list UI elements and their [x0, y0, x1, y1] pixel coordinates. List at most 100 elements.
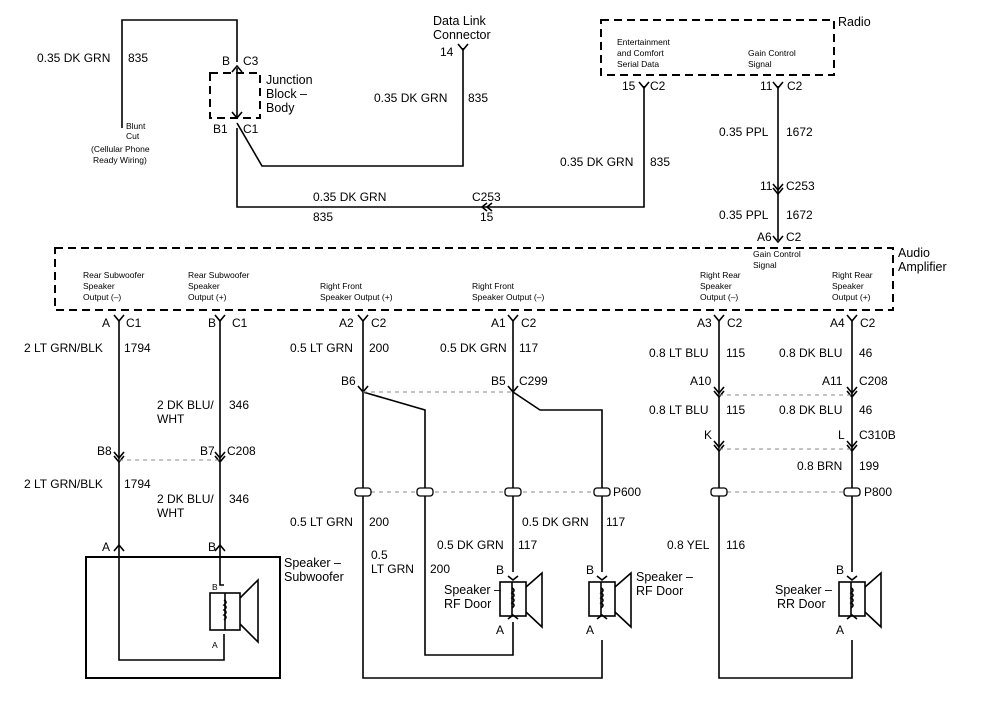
wire-ppl1-color: 0.35 PPL	[719, 125, 769, 139]
wire-835-top-color: 0.35 DK GRN	[37, 51, 110, 65]
subwoofer-speaker-icon: B A	[209, 578, 259, 650]
radio-ent-2: and Comfort	[617, 48, 664, 58]
rr-conn-c2a: C2	[727, 316, 743, 330]
wire-bottom-number: 835	[313, 210, 333, 224]
pin-l: L	[838, 428, 845, 442]
jb-pin-b: B	[222, 54, 230, 68]
out-rr-pos-2: Speaker	[832, 281, 864, 291]
amp-name-2: Amplifier	[898, 260, 947, 274]
conn-c208a: C208	[227, 444, 256, 458]
w200c-num: 200	[430, 562, 450, 576]
rf-conn-c2b: C2	[521, 316, 537, 330]
radio-gain-2: Signal	[748, 59, 772, 69]
blunt-label-4: Ready Wiring)	[93, 155, 147, 165]
amp-name-1: Audio	[898, 246, 930, 260]
w346b-color-2: WHT	[157, 506, 185, 520]
sub-pin-a: A	[102, 540, 110, 554]
pin-a10: A10	[690, 374, 712, 388]
w200c-color-2: LT GRN	[371, 562, 414, 576]
right-rear-circuit: 0.8 LT BLU 115 0.8 DK BLU 46 A10 A11 C20…	[649, 321, 896, 679]
subwoofer-circuit: 2 LT GRN/BLK 1794 2 DK BLU/ WHT 346 B8 B…	[24, 321, 344, 679]
amp-gain-2: Signal	[753, 260, 777, 270]
junction-block-body: B C3 B1 C1 Junction Block – Body	[209, 54, 313, 136]
jb-name-2: Block –	[266, 87, 307, 101]
w346a-num: 346	[229, 398, 249, 412]
rr-pin-a4: A4	[830, 316, 845, 330]
sub-pin-b: B	[208, 540, 216, 554]
sw-pin-b: B	[208, 316, 216, 330]
rf-pin-a2: A2	[339, 316, 354, 330]
out-rr-pos-1: Right Rear	[832, 270, 873, 280]
wire-ppl2-color: 0.35 PPL	[719, 208, 769, 222]
w200a-num: 200	[369, 341, 389, 355]
w116-num: 116	[726, 538, 745, 552]
w199-color: 0.8 BRN	[797, 459, 842, 473]
out-rr-pos-3: Output (+)	[832, 292, 871, 302]
w116-color: 0.8 YEL	[667, 538, 710, 552]
w1794b-color: 2 LT GRN/BLK	[24, 477, 103, 491]
wire-835-blunt-cut: 0.35 DK GRN 835 Blunt Cut (Cellular Phon…	[37, 19, 238, 165]
w346a-color-2: WHT	[157, 412, 185, 426]
w46a-num: 46	[859, 346, 873, 360]
pin-b6: B6	[341, 374, 356, 388]
w46a-color: 0.8 DK BLU	[779, 346, 842, 360]
p600-splice	[354, 487, 611, 497]
audio-amplifier: Audio Amplifier Gain Control Signal Rear…	[54, 246, 947, 311]
out-rsw-neg-3: Output (–)	[83, 292, 121, 302]
w115b-num: 115	[726, 403, 745, 417]
amp-pin-a6: A6	[757, 230, 772, 244]
pin-b5: B5	[491, 374, 506, 388]
c253-mid-label: C253	[472, 190, 501, 204]
wire-835-to-radio: 0.35 DK GRN 835 C253 15 0.35 DK GRN 835	[236, 81, 670, 224]
radio-ent-1: Entertainment	[617, 37, 671, 47]
c253-pin-11: 11	[760, 179, 773, 193]
out-rf-pos-2: Speaker Output (+)	[320, 292, 393, 302]
c253-label: C253	[786, 179, 815, 193]
w200a-color: 0.5 LT GRN	[290, 341, 353, 355]
sub-spk-a: A	[212, 640, 218, 650]
radio-pin-11: 11	[760, 79, 773, 93]
rf2-pin-a: A	[586, 623, 594, 637]
w115b-color: 0.8 LT BLU	[649, 403, 709, 417]
out-rr-neg-2: Speaker	[700, 281, 732, 291]
w117a-num: 117	[519, 341, 538, 355]
wire-radio-number: 835	[650, 155, 670, 169]
pin-a11: A11	[822, 374, 843, 388]
rf1-name-2: RF Door	[444, 597, 491, 611]
jb-name-1: Junction	[266, 73, 313, 87]
rf2-name-1: Speaker –	[636, 570, 693, 584]
w115a-color: 0.8 LT BLU	[649, 346, 709, 360]
wire-1672-gain: 0.35 PPL 1672 11 C253 0.35 PPL 1672 A6 C…	[719, 81, 815, 244]
w117b-color: 0.5 DK GRN	[522, 515, 589, 529]
amp-connector-c2: C2	[786, 230, 802, 244]
out-rr-neg-1: Right Rear	[700, 270, 741, 280]
sub-name-2: Subwoofer	[284, 570, 344, 584]
c253-mid-pin: 15	[480, 210, 494, 224]
w115a-num: 115	[726, 346, 745, 360]
rr-name-2: RR Door	[777, 597, 826, 611]
w117a-color: 0.5 DK GRN	[440, 341, 507, 355]
rr-conn-c2b: C2	[860, 316, 876, 330]
rf2-pin-b: B	[586, 563, 594, 577]
out-rsw-pos-2: Speaker	[188, 281, 220, 291]
wire-835-top-number: 835	[128, 51, 148, 65]
radio-pin-15: 15	[622, 79, 636, 93]
rf1-pin-a: A	[496, 623, 504, 637]
w117c-color: 0.5 DK GRN	[437, 538, 504, 552]
rf1-name-1: Speaker –	[444, 583, 501, 597]
rf-pin-a1: A1	[491, 316, 506, 330]
rf-door-speaker-2: B A Speaker – RF Door	[586, 563, 693, 637]
rr-name-1: Speaker –	[775, 583, 832, 597]
out-rr-neg-3: Output (–)	[700, 292, 738, 302]
rf-door-speaker-1: B A Speaker – RF Door	[444, 563, 543, 637]
jb-name-3: Body	[266, 101, 295, 115]
w117b-num: 117	[606, 515, 625, 529]
sw-pin-a: A	[102, 316, 110, 330]
blunt-label-1: Blunt	[126, 121, 146, 131]
wire-ppl2-number: 1672	[786, 208, 813, 222]
conn-c310b: C310B	[859, 428, 896, 442]
w1794a-num: 1794	[124, 341, 151, 355]
w1794b-num: 1794	[124, 477, 151, 491]
jb-connector-c1: C1	[243, 122, 259, 136]
